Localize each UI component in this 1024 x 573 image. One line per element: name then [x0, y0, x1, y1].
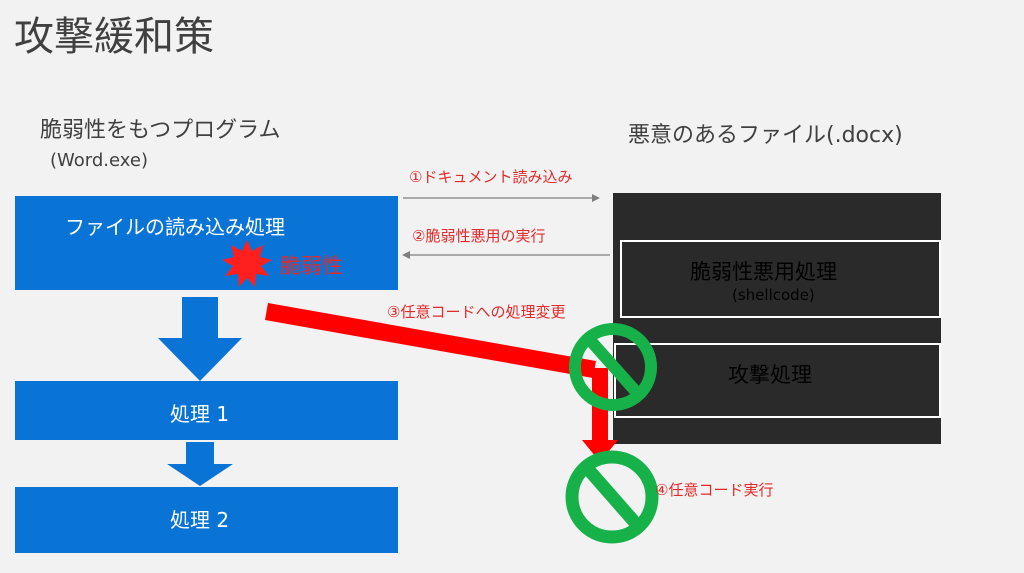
- process-1-label: 処理 1: [170, 402, 230, 426]
- malicious-file-heading: 悪意のあるファイル(.docx): [628, 123, 903, 148]
- exploit-arrow-head: [402, 251, 410, 259]
- attack-label: 攻撃処理: [728, 363, 812, 387]
- attack-box: 攻撃処理: [614, 343, 941, 418]
- prohibition-icon-2: [565, 450, 659, 544]
- process-2-label: 処理 2: [170, 508, 230, 532]
- vulnerability-label: 脆弱性: [280, 254, 343, 278]
- redirect-arrow: [265, 303, 596, 378]
- step-1-document-load: ①ドキュメント読み込み: [409, 168, 573, 186]
- process-2-box: 処理 2: [15, 487, 398, 553]
- redirect-down-head: [582, 440, 618, 462]
- vulnerable-program-heading: 脆弱性をもつプログラム: [40, 118, 281, 143]
- down-arrow-2: [167, 442, 233, 486]
- step-4-arbitrary-code: ④任意コード実行: [655, 481, 774, 499]
- down-arrow-1: [158, 297, 242, 381]
- step-2-exploit: ②脆弱性悪用の実行: [412, 227, 546, 245]
- exploit-box: 脆弱性悪用処理 (shellcode): [620, 240, 941, 318]
- read-arrow-head: [592, 194, 600, 202]
- shellcode-label: (shellcode): [732, 286, 815, 304]
- vulnerability-burst-icon: [222, 240, 272, 287]
- file-load-label: ファイルの読み込み処理: [65, 215, 285, 239]
- step-3-redirect: ③任意コードへの処理変更: [387, 303, 566, 321]
- program-name: (Word.exe): [50, 150, 148, 171]
- process-1-box: 処理 1: [15, 381, 398, 440]
- page-title: 攻撃緩和策: [14, 14, 214, 60]
- exploit-label: 脆弱性悪用処理: [690, 260, 837, 284]
- prohibition-icon-1: [569, 323, 657, 411]
- file-load-box: ファイルの読み込み処理: [15, 196, 398, 290]
